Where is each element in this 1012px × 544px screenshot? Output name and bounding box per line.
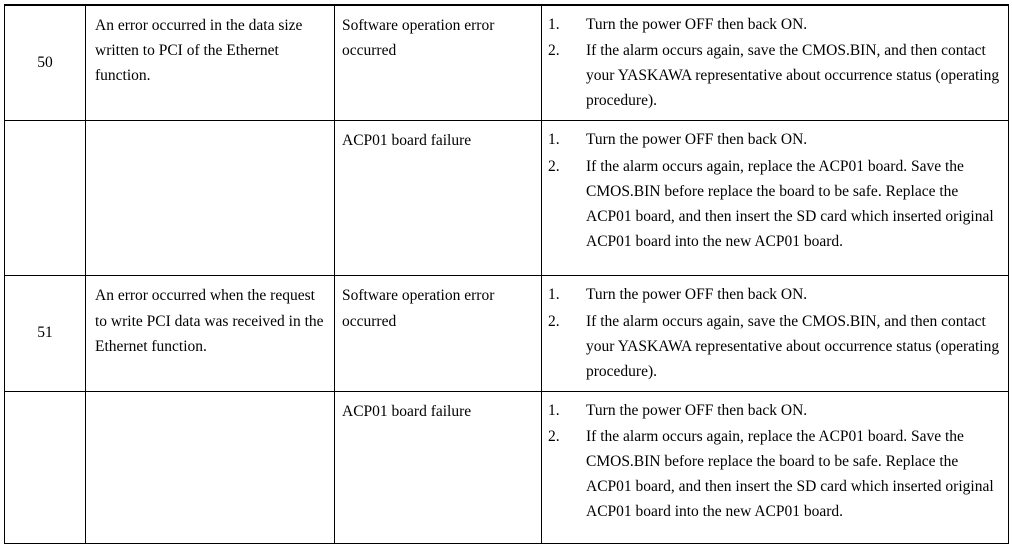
remedy-item-number: 2. — [548, 427, 560, 445]
table-row: 51 An error occurred when the request to… — [4, 275, 1009, 392]
alarm-code-cell: 50 — [4, 4, 86, 122]
alarm-cause-cell: Software operation error occurred — [334, 4, 542, 122]
alarm-cause-cell: ACP01 board failure — [334, 390, 542, 544]
remedy-list-item: 1. Turn the power OFF then back ON. — [542, 127, 1002, 152]
remedy-list: 1. Turn the power OFF then back ON. 2. I… — [542, 127, 1002, 254]
alarm-description-text: An error occurred in the data size writt… — [95, 17, 303, 85]
alarm-cause-text: Software operation error occurred — [342, 17, 495, 60]
remedy-list: 1. Turn the power OFF then back ON. 2. I… — [542, 12, 1002, 113]
alarm-cause-cell: ACP01 board failure — [334, 120, 542, 277]
alarm-cause-text: ACP01 board failure — [342, 402, 472, 420]
alarm-remedy-cell: 1. Turn the power OFF then back ON. 2. I… — [541, 275, 1009, 392]
table-body: 50 An error occurred in the data size wr… — [4, 4, 1009, 544]
remedy-item-text: If the alarm occurs again, replace the A… — [586, 427, 994, 521]
alarm-remedy-cell: 1. Turn the power OFF then back ON. 2. I… — [541, 4, 1009, 122]
alarm-code-cell — [4, 120, 86, 277]
alarm-code-table: 50 An error occurred in the data size wr… — [4, 4, 1009, 544]
alarm-code-value: 50 — [37, 53, 53, 71]
remedy-item-text: If the alarm occurs again, save the CMOS… — [586, 312, 1000, 380]
alarm-description-cell — [85, 120, 335, 277]
alarm-code-value: 51 — [37, 324, 53, 342]
remedy-item-text: Turn the power OFF then back ON. — [586, 286, 808, 304]
remedy-list-item: 2. If the alarm occurs again, save the C… — [542, 38, 1002, 113]
remedy-item-number: 2. — [548, 42, 560, 60]
alarm-description-cell: An error occurred when the request to wr… — [85, 275, 335, 392]
alarm-remedy-cell: 1. Turn the power OFF then back ON. 2. I… — [541, 390, 1009, 544]
remedy-item-text: Turn the power OFF then back ON. — [586, 131, 808, 149]
alarm-description-cell — [85, 390, 335, 544]
alarm-description-text: An error occurred when the request to wr… — [95, 287, 324, 355]
table-row: 50 An error occurred in the data size wr… — [4, 4, 1009, 122]
remedy-item-number: 1. — [548, 286, 560, 304]
remedy-item-number: 1. — [548, 401, 560, 419]
remedy-item-number: 2. — [548, 157, 560, 175]
alarm-remedy-cell: 1. Turn the power OFF then back ON. 2. I… — [541, 120, 1009, 277]
remedy-item-text: Turn the power OFF then back ON. — [586, 401, 808, 419]
alarm-code-cell: 51 — [4, 275, 86, 392]
remedy-item-number: 2. — [548, 312, 560, 330]
remedy-list-item: 1. Turn the power OFF then back ON. — [542, 398, 1002, 423]
remedy-item-text: Turn the power OFF then back ON. — [586, 16, 808, 33]
alarm-description-cell: An error occurred in the data size writt… — [85, 4, 335, 122]
remedy-item-number: 1. — [548, 131, 560, 149]
remedy-item-text: If the alarm occurs again, save the CMOS… — [586, 42, 1000, 110]
remedy-list-item: 1. Turn the power OFF then back ON. — [542, 282, 1002, 307]
alarm-cause-cell: Software operation error occurred — [334, 275, 542, 392]
alarm-code-cell — [4, 390, 86, 544]
remedy-item-text: If the alarm occurs again, replace the A… — [586, 157, 994, 250]
table-row: ACP01 board failure 1. Turn the power OF… — [4, 390, 1009, 544]
remedy-list-item: 2. If the alarm occurs again, replace th… — [542, 424, 1002, 524]
table-row: ACP01 board failure 1. Turn the power OF… — [4, 120, 1009, 277]
alarm-cause-text: Software operation error occurred — [342, 287, 495, 330]
remedy-list-item: 2. If the alarm occurs again, save the C… — [542, 309, 1002, 384]
remedy-list: 1. Turn the power OFF then back ON. 2. I… — [542, 398, 1002, 525]
remedy-list: 1. Turn the power OFF then back ON. 2. I… — [542, 282, 1002, 383]
alarm-cause-text: ACP01 board failure — [342, 132, 472, 150]
remedy-list-item: 2. If the alarm occurs again, replace th… — [542, 154, 1002, 254]
remedy-list-item: 1. Turn the power OFF then back ON. — [542, 12, 1002, 37]
remedy-item-number: 1. — [548, 16, 560, 33]
